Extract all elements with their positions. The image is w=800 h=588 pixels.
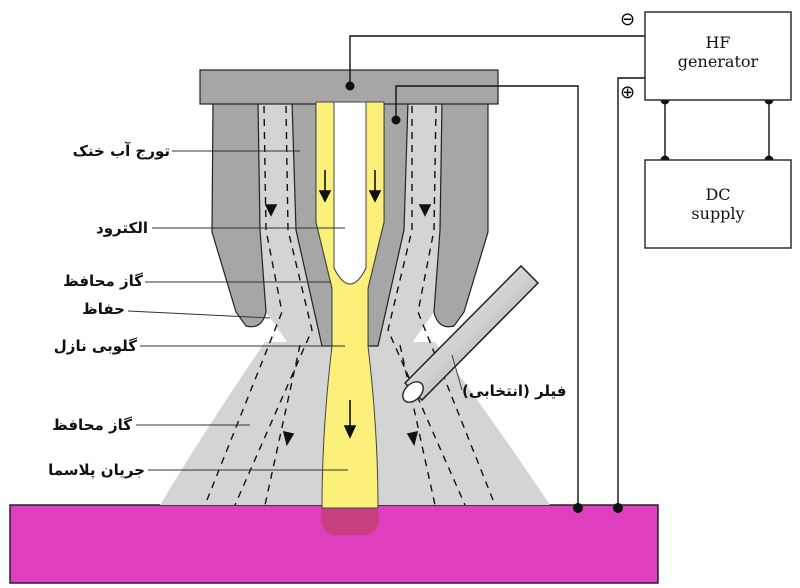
hf-line2: generator (677, 52, 759, 71)
gas-channels (258, 102, 442, 346)
hf-line1: HF (705, 33, 731, 52)
dc-line1: DC (705, 185, 731, 204)
electrode (333, 101, 367, 285)
gas-flow-lines (204, 105, 496, 506)
negative-terminal-icon: ⊖ (620, 9, 636, 30)
label-nozzle-throat: گلوبی نازل (53, 337, 137, 355)
label-shield-gas-1: گاز محافظ (63, 272, 143, 290)
dc-line2: supply (691, 204, 745, 223)
positive-terminal-icon: ⊕ (620, 82, 636, 103)
flow-arrows (264, 170, 432, 447)
hf-generator-label: HF generator (645, 33, 791, 71)
weld-pool (321, 508, 379, 535)
torch-body (199, 69, 499, 347)
dc-supply-label: DC supply (645, 185, 791, 223)
filler-rod (402, 264, 540, 403)
label-shield-gas-2: گاز محافظ (52, 416, 132, 434)
plasma-stream (315, 101, 385, 509)
circuit-wires (349, 35, 770, 508)
leader-lines (127, 150, 463, 471)
label-filler: فیلر (انتخابی) (462, 382, 567, 400)
dc-supply-box (644, 159, 792, 249)
label-torch: تورج آب خنک (72, 142, 170, 160)
label-shield: حفاظ (82, 300, 125, 318)
label-plasma-jet: جریان پلاسما (48, 461, 145, 479)
label-electrode: الکترود (96, 219, 148, 237)
hf-generator-box (644, 11, 792, 101)
